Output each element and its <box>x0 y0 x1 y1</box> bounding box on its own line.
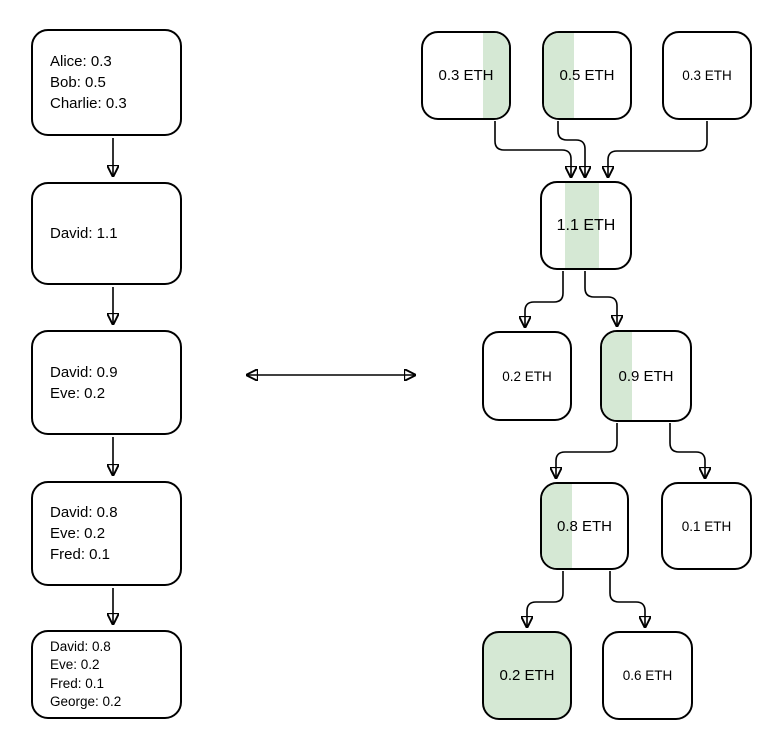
arrow-11-to-02 <box>525 271 564 327</box>
utxo-box-01-eth: 0.1 ETH <box>661 482 752 570</box>
balance-line: Charlie: 0.3 <box>50 95 127 112</box>
account-state-box-2: David: 1.1 <box>31 182 182 285</box>
balance-line: David: 0.8 <box>50 638 111 654</box>
balance-line: Fred: 0.1 <box>50 546 111 563</box>
arrow-utxo05-to-11 <box>557 121 585 177</box>
account-state-box-1: Alice: 0.3 Bob: 0.5 Charlie: 0.3 <box>31 29 182 136</box>
spent-portion-highlight <box>602 332 632 420</box>
balance-line: Bob: 0.5 <box>50 74 106 91</box>
arrow-09-to-01 <box>669 423 705 478</box>
account-state-box-3: David: 0.9 Eve: 0.2 <box>31 330 182 435</box>
utxo-box-03-eth-a: 0.3 ETH <box>421 31 511 120</box>
balance-line: David: 0.9 <box>50 363 118 381</box>
utxo-amount-label: 0.3 ETH <box>682 68 732 83</box>
arrow-utxo03b-to-11 <box>608 121 708 177</box>
spent-portion-highlight <box>542 484 572 568</box>
utxo-amount-label: 0.8 ETH <box>556 517 613 535</box>
balance-line: George: 0.2 <box>50 694 122 709</box>
balance-line: Fred: 0.1 <box>50 675 105 691</box>
arrow-09-to-08 <box>556 423 618 478</box>
utxo-amount-label: 0.9 ETH <box>618 367 674 385</box>
utxo-box-11-eth: 1.1 ETH <box>540 181 632 270</box>
account-state-box-4: David: 0.8 Eve: 0.2 Fred: 0.1 <box>31 481 182 586</box>
utxo-box-08-eth: 0.8 ETH <box>540 482 629 570</box>
account-state-box-5: David: 0.8 Eve: 0.2 Fred: 0.1 George: 0.… <box>31 630 182 719</box>
balance-line: Alice: 0.3 <box>50 53 112 70</box>
utxo-amount-label: 1.1 ETH <box>556 216 616 234</box>
balance-line: Eve: 0.2 <box>50 525 106 542</box>
spent-portion-highlight <box>483 33 509 118</box>
utxo-box-02-eth-a: 0.2 ETH <box>482 331 572 421</box>
utxo-amount-label: 0.2 ETH <box>502 368 552 384</box>
spent-portion-highlight <box>565 183 599 268</box>
utxo-box-02-eth-spent: 0.2 ETH <box>482 631 572 720</box>
utxo-box-05-eth: 0.5 ETH <box>542 31 632 120</box>
utxo-box-06-eth: 0.6 ETH <box>602 631 693 720</box>
utxo-amount-label: 0.5 ETH <box>559 67 615 84</box>
balance-line: David: 1.1 <box>50 225 118 242</box>
arrow-11-to-09 <box>584 271 617 326</box>
utxo-amount-label: 0.2 ETH <box>499 667 555 684</box>
arrow-08-to-06 <box>609 571 645 627</box>
utxo-amount-label: 0.6 ETH <box>622 668 673 683</box>
arrow-utxo03a-to-11 <box>494 121 571 177</box>
balance-line: Eve: 0.2 <box>50 384 106 402</box>
balance-line: Eve: 0.2 <box>50 657 100 672</box>
utxo-amount-label: 0.1 ETH <box>681 518 732 534</box>
utxo-box-03-eth-b: 0.3 ETH <box>662 31 752 120</box>
spent-portion-highlight <box>544 33 574 118</box>
utxo-amount-label: 0.3 ETH <box>438 67 494 84</box>
arrow-08-to-02g <box>527 571 564 627</box>
utxo-box-09-eth: 0.9 ETH <box>600 330 692 422</box>
balance-line: David: 0.8 <box>50 504 118 521</box>
